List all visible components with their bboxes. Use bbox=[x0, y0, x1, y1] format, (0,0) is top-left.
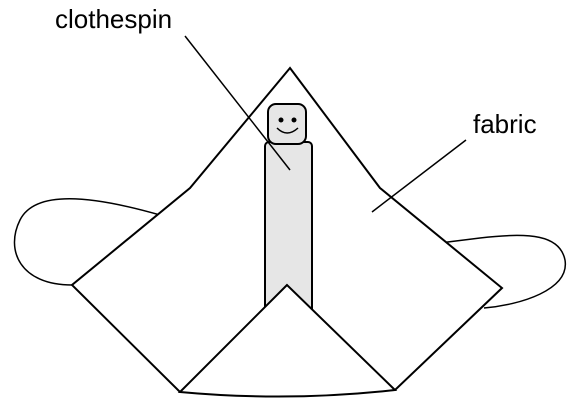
clothespin-right-eye bbox=[292, 118, 297, 123]
fabric-label: fabric bbox=[473, 109, 537, 139]
clothespin-label: clothespin bbox=[55, 4, 172, 34]
clothespin-head bbox=[268, 104, 306, 144]
fabric-leader-line bbox=[372, 140, 466, 212]
clothespin-left-eye bbox=[279, 118, 284, 123]
